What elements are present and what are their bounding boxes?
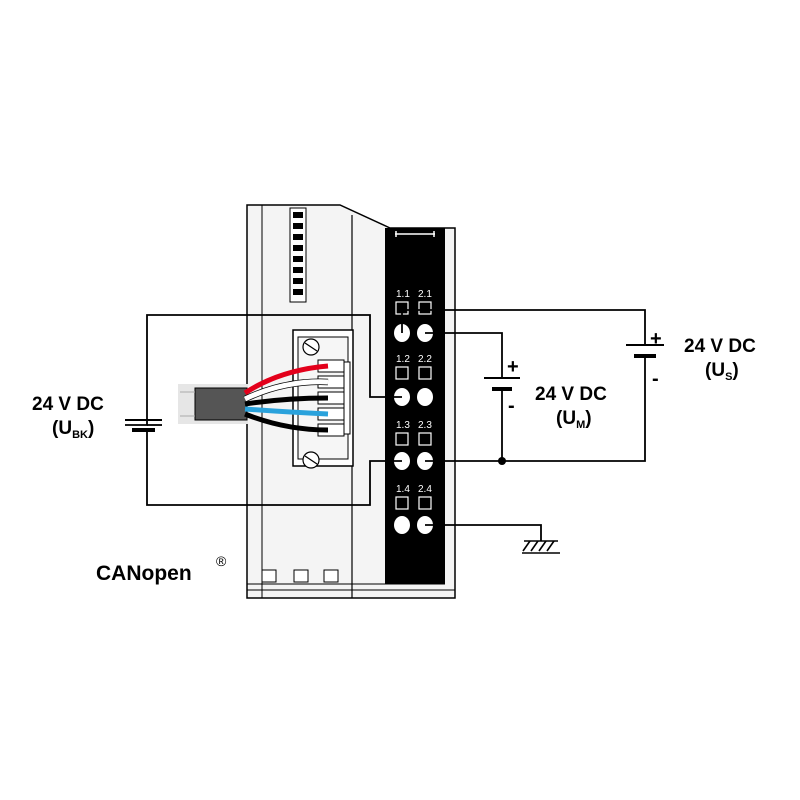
supply-label-us: 24 V DC (US) [684,336,756,383]
canopen-logo: CANopen ® [96,553,227,585]
cable-sheath [194,387,248,421]
us-plus-sign: + [650,328,662,350]
battery-ubk-icon [125,419,162,432]
latch [293,569,309,583]
terminal-2-3: 2.3 [417,420,433,470]
battery-us-icon [626,342,664,362]
canbus-cable [178,363,329,433]
wire-white [243,379,329,402]
latch [323,569,339,583]
wire-red [243,363,329,396]
wire-ubk-minus [146,432,402,506]
wire-us-plus [401,309,646,342]
latch [261,569,277,583]
battery-um-icon [484,372,520,394]
voltage-label: 24 V DC [535,384,607,405]
terminal-1-4: 1.4 [394,484,410,534]
dip-switch-block [289,207,307,303]
supply-label-ubk: 24 V DC (UBK) [32,394,104,441]
terminal-contact[interactable] [394,516,410,534]
wire-blue [244,406,329,417]
supply-name: (UBK) [52,418,94,441]
wire-us-minus [502,362,646,462]
um-minus-sign: - [508,395,515,417]
wire-ground [425,524,542,541]
us-minus-sign: - [652,368,659,390]
ground-icon [522,540,560,554]
voltage-label: 24 V DC [684,336,756,357]
terminal-label: 1.3 [396,420,410,431]
supply-name: (UM) [556,408,592,431]
terminal-strip [385,228,445,584]
wire-black-1 [244,395,329,407]
wire-ubk-plus [125,314,402,426]
wire-black-2 [244,411,329,433]
terminal-label: 2.2 [418,354,432,365]
voltage-label: 24 V DC [32,394,104,415]
terminal-1-3: 1.3 [394,420,410,470]
brand-name: CANopen [96,562,192,585]
terminal-label: 2.4 [418,484,432,495]
terminal-2-2: 2.2 [417,354,433,406]
um-plus-sign: + [507,356,519,378]
terminal-label: 2.3 [418,420,432,431]
wire-um-plus [425,332,503,372]
terminal-label: 1.4 [396,484,410,495]
terminal-label: 1.1 [396,289,410,300]
terminal-2-4: 2.4 [417,484,433,534]
terminal-label: 1.2 [396,354,410,365]
junction-dot [498,457,506,465]
registered-mark: ® [216,553,227,569]
terminal-label: 2.1 [418,289,432,300]
supply-name: (US) [705,360,739,383]
supply-label-um: 24 V DC (UM) [535,384,607,431]
terminal-contact[interactable] [417,388,433,406]
